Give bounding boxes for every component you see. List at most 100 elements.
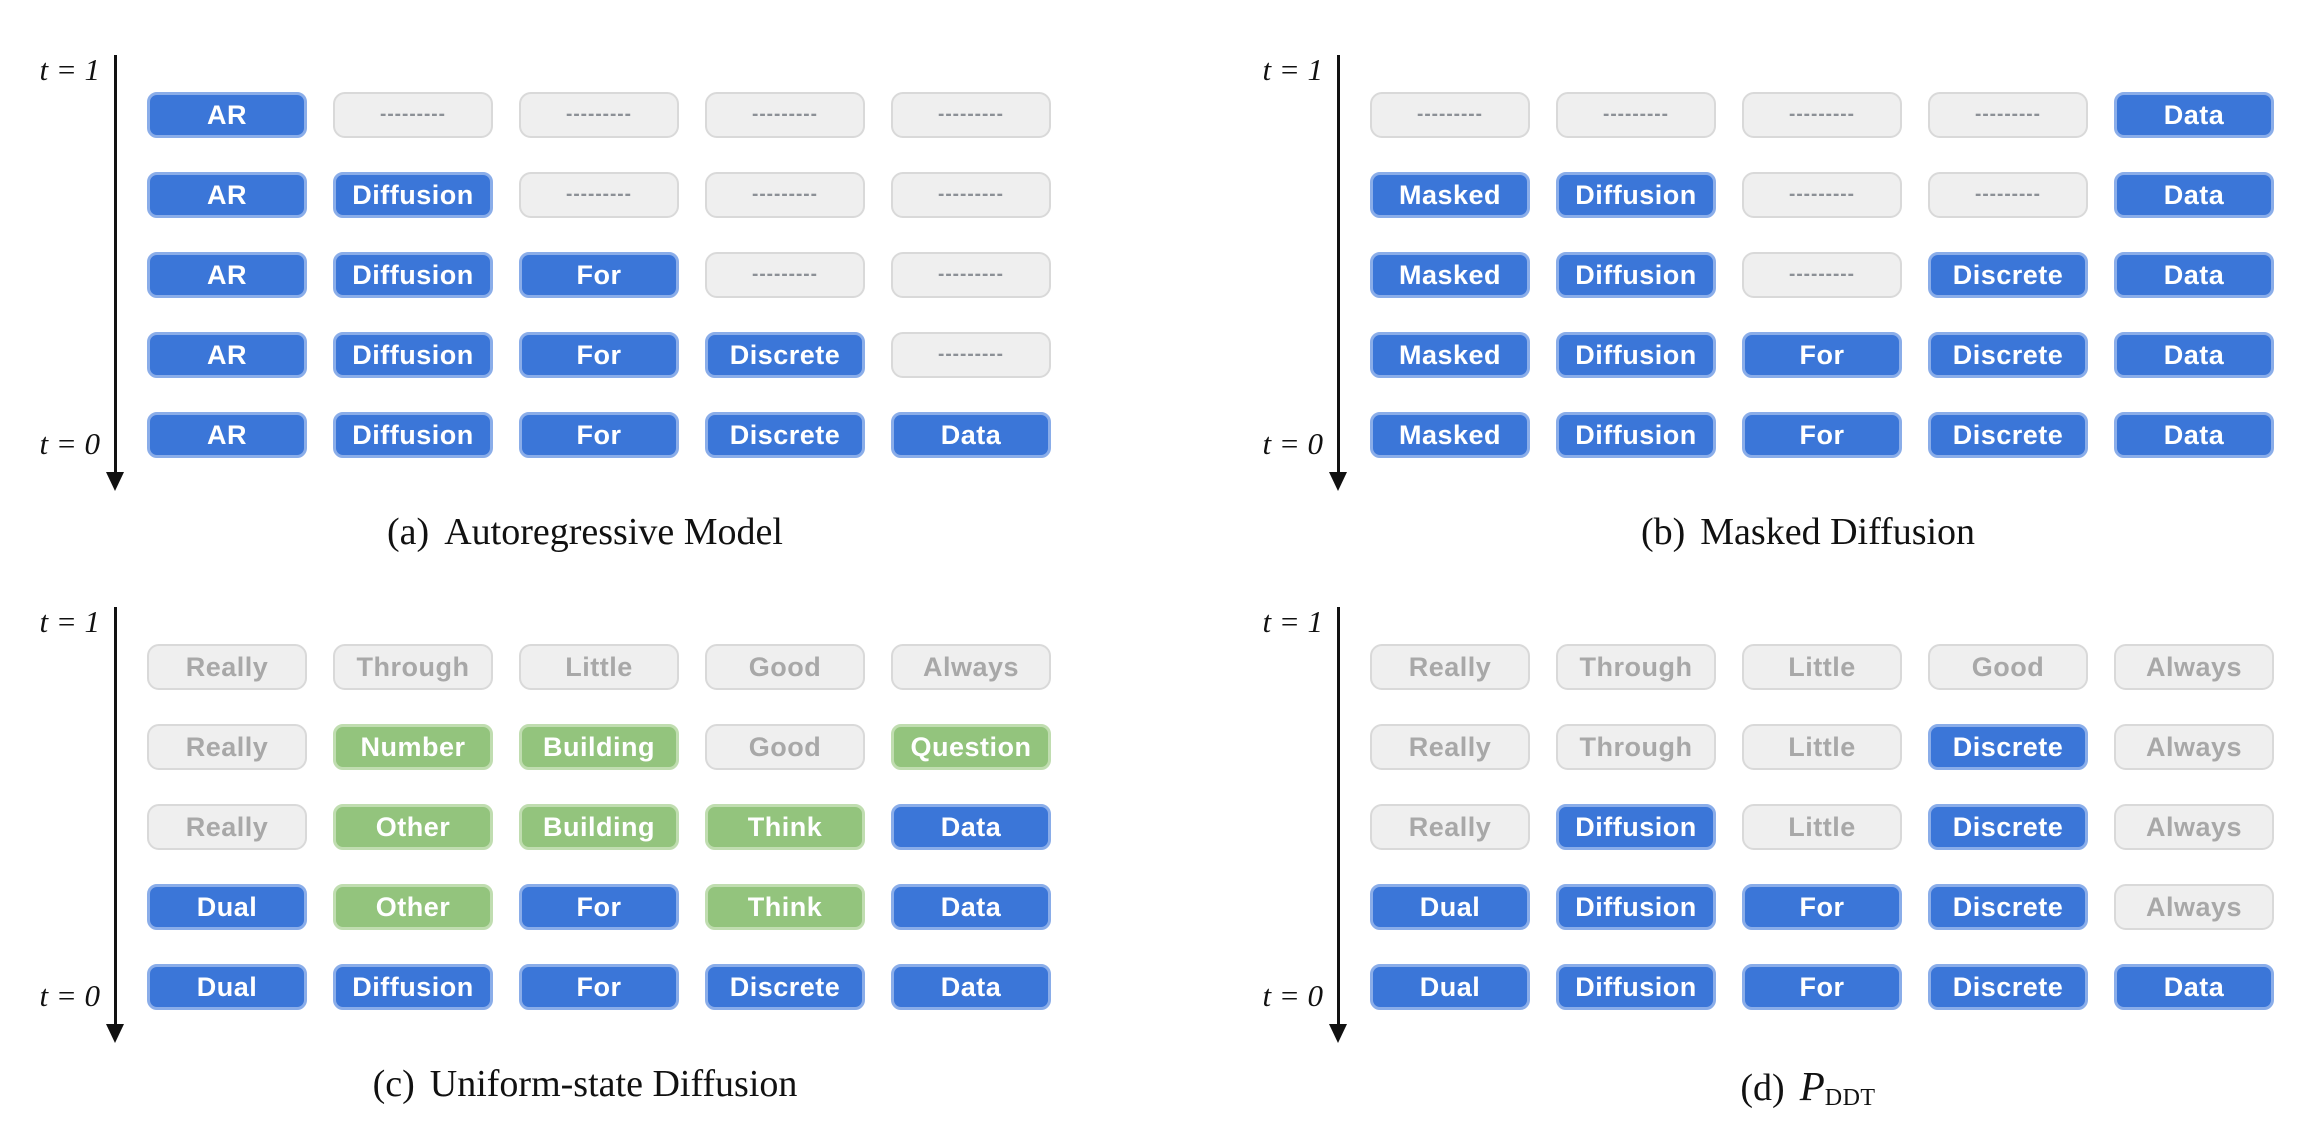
token-always: Always <box>2114 644 2274 690</box>
token-discrete: Discrete <box>1928 252 2088 298</box>
token-data: Data <box>891 804 1051 850</box>
token-ar: AR <box>147 172 307 218</box>
token-masked-placeholder: --------- <box>1556 92 1716 138</box>
token-number: Number <box>333 724 493 770</box>
token-ar: AR <box>147 412 307 458</box>
token-ar: AR <box>147 92 307 138</box>
token-always: Always <box>891 644 1051 690</box>
token-masked-placeholder: --------- <box>705 252 865 298</box>
token-little: Little <box>1742 804 1902 850</box>
time-axis-arrowhead-icon <box>1329 1024 1347 1043</box>
token-grid: --------- --------- --------- --------- Data… <box>1370 92 2274 458</box>
time-label-t0: t = 0 <box>39 978 100 1013</box>
token-discrete: Discrete <box>1928 804 2088 850</box>
token-discrete: Discrete <box>705 964 865 1010</box>
caption-math-subscript: DDT <box>1824 1085 1876 1111</box>
caption-index: (a) <box>387 511 430 553</box>
token-diffusion: Diffusion <box>333 964 493 1010</box>
token-discrete: Discrete <box>1928 964 2088 1010</box>
token-really: Really <box>147 644 307 690</box>
token-data: Data <box>2114 252 2274 298</box>
token-diffusion: Diffusion <box>333 412 493 458</box>
token-for: For <box>1742 964 1902 1010</box>
token-diffusion: Diffusion <box>1556 412 1716 458</box>
token-through: Through <box>333 644 493 690</box>
caption-title: Autoregressive Model <box>444 511 783 553</box>
panel-caption: (a) Autoregressive Model <box>115 510 1055 554</box>
token-really: Really <box>147 724 307 770</box>
token-diffusion: Diffusion <box>1556 804 1716 850</box>
time-label-t0: t = 0 <box>1262 426 1323 461</box>
token-dual: Dual <box>147 884 307 930</box>
time-label-t1: t = 1 <box>1262 604 1323 639</box>
token-little: Little <box>1742 724 1902 770</box>
time-label-t0: t = 0 <box>1262 978 1323 1013</box>
token-really: Really <box>1370 644 1530 690</box>
panel-autoregressive: t = 1 t = 0 AR --------- --------- --------… <box>0 0 1153 560</box>
token-discrete: Discrete <box>1928 412 2088 458</box>
token-masked-placeholder: --------- <box>705 92 865 138</box>
caption-index: (b) <box>1640 511 1686 553</box>
time-axis-line <box>1337 55 1340 474</box>
token-dual: Dual <box>147 964 307 1010</box>
token-for: For <box>519 964 679 1010</box>
token-building: Building <box>519 724 679 770</box>
token-diffusion: Diffusion <box>333 252 493 298</box>
token-for: For <box>1742 412 1902 458</box>
token-through: Through <box>1556 724 1716 770</box>
token-diffusion: Diffusion <box>1556 332 1716 378</box>
token-masked-placeholder: --------- <box>519 172 679 218</box>
token-really: Really <box>147 804 307 850</box>
token-dual: Dual <box>1370 964 1530 1010</box>
panel-masked-diffusion: t = 1 t = 0 ----------------------------… <box>1223 0 2306 560</box>
token-data: Data <box>2114 92 2274 138</box>
token-other: Other <box>333 804 493 850</box>
time-axis-line <box>114 607 117 1026</box>
token-think: Think <box>705 884 865 930</box>
token-data: Data <box>891 412 1051 458</box>
token-ar: AR <box>147 332 307 378</box>
token-really: Really <box>1370 804 1530 850</box>
token-always: Always <box>2114 804 2274 850</box>
token-question: Question <box>891 724 1051 770</box>
token-really: Really <box>1370 724 1530 770</box>
token-masked-placeholder: --------- <box>1742 172 1902 218</box>
token-masked-placeholder: --------- <box>1928 92 2088 138</box>
token-discrete: Discrete <box>705 412 865 458</box>
token-masked-placeholder: --------- <box>1370 92 1530 138</box>
token-data: Data <box>2114 964 2274 1010</box>
token-diffusion: Diffusion <box>1556 964 1716 1010</box>
token-discrete: Discrete <box>705 332 865 378</box>
time-label-t1: t = 1 <box>39 604 100 639</box>
token-masked-placeholder: --------- <box>333 92 493 138</box>
token-for: For <box>519 884 679 930</box>
token-data: Data <box>891 884 1051 930</box>
token-data: Data <box>2114 412 2274 458</box>
time-axis-line <box>114 55 117 474</box>
token-masked-placeholder: --------- <box>891 252 1051 298</box>
token-diffusion: Diffusion <box>1556 884 1716 930</box>
token-data: Data <box>2114 332 2274 378</box>
caption-math-symbol: P <box>1799 1063 1825 1109</box>
token-masked-placeholder: --------- <box>1742 92 1902 138</box>
token-through: Through <box>1556 644 1716 690</box>
token-for: For <box>1742 884 1902 930</box>
token-dual: Dual <box>1370 884 1530 930</box>
time-axis-arrowhead-icon <box>1329 472 1347 491</box>
token-for: For <box>519 332 679 378</box>
token-good: Good <box>1928 644 2088 690</box>
token-masked-placeholder: --------- <box>1928 172 2088 218</box>
time-axis-line <box>1337 607 1340 1026</box>
token-diffusion: Diffusion <box>1556 252 1716 298</box>
token-good: Good <box>705 644 865 690</box>
token-good: Good <box>705 724 865 770</box>
token-diffusion: Diffusion <box>333 332 493 378</box>
time-label-t0: t = 0 <box>39 426 100 461</box>
token-masked-placeholder: --------- <box>519 92 679 138</box>
time-label-t1: t = 1 <box>39 52 100 87</box>
token-little: Little <box>1742 644 1902 690</box>
